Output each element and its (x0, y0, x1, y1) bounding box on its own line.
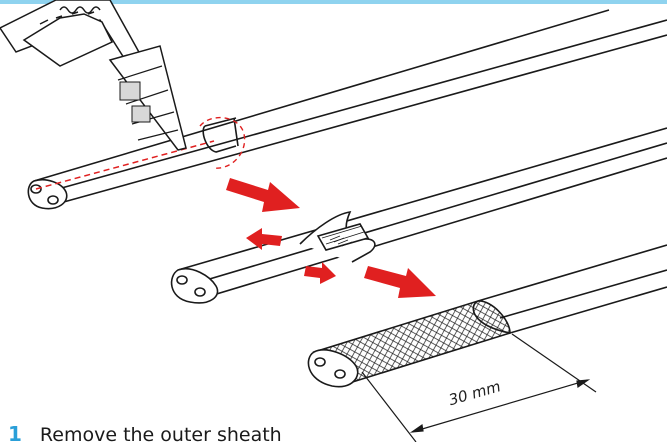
peel-arrow-icon (304, 262, 336, 284)
cut-direction-arrow-icon (364, 266, 436, 298)
top-accent-bar (0, 0, 667, 4)
step-text: Remove the outer sheath (39, 424, 282, 446)
dimension-indicator (361, 333, 597, 442)
cable-bottom (307, 244, 667, 388)
cut-direction-arrow-icon (226, 178, 300, 212)
utility-knife-icon (0, 0, 187, 151)
cable-top (27, 9, 667, 210)
cable-middle (170, 127, 667, 304)
step-caption: 1 Remove the outer sheath (8, 422, 282, 446)
cut-line (35, 140, 215, 190)
peel-arrow-icon (246, 228, 282, 250)
step-number: 1 (8, 422, 22, 446)
dimension-label: 30 mm (447, 377, 503, 409)
